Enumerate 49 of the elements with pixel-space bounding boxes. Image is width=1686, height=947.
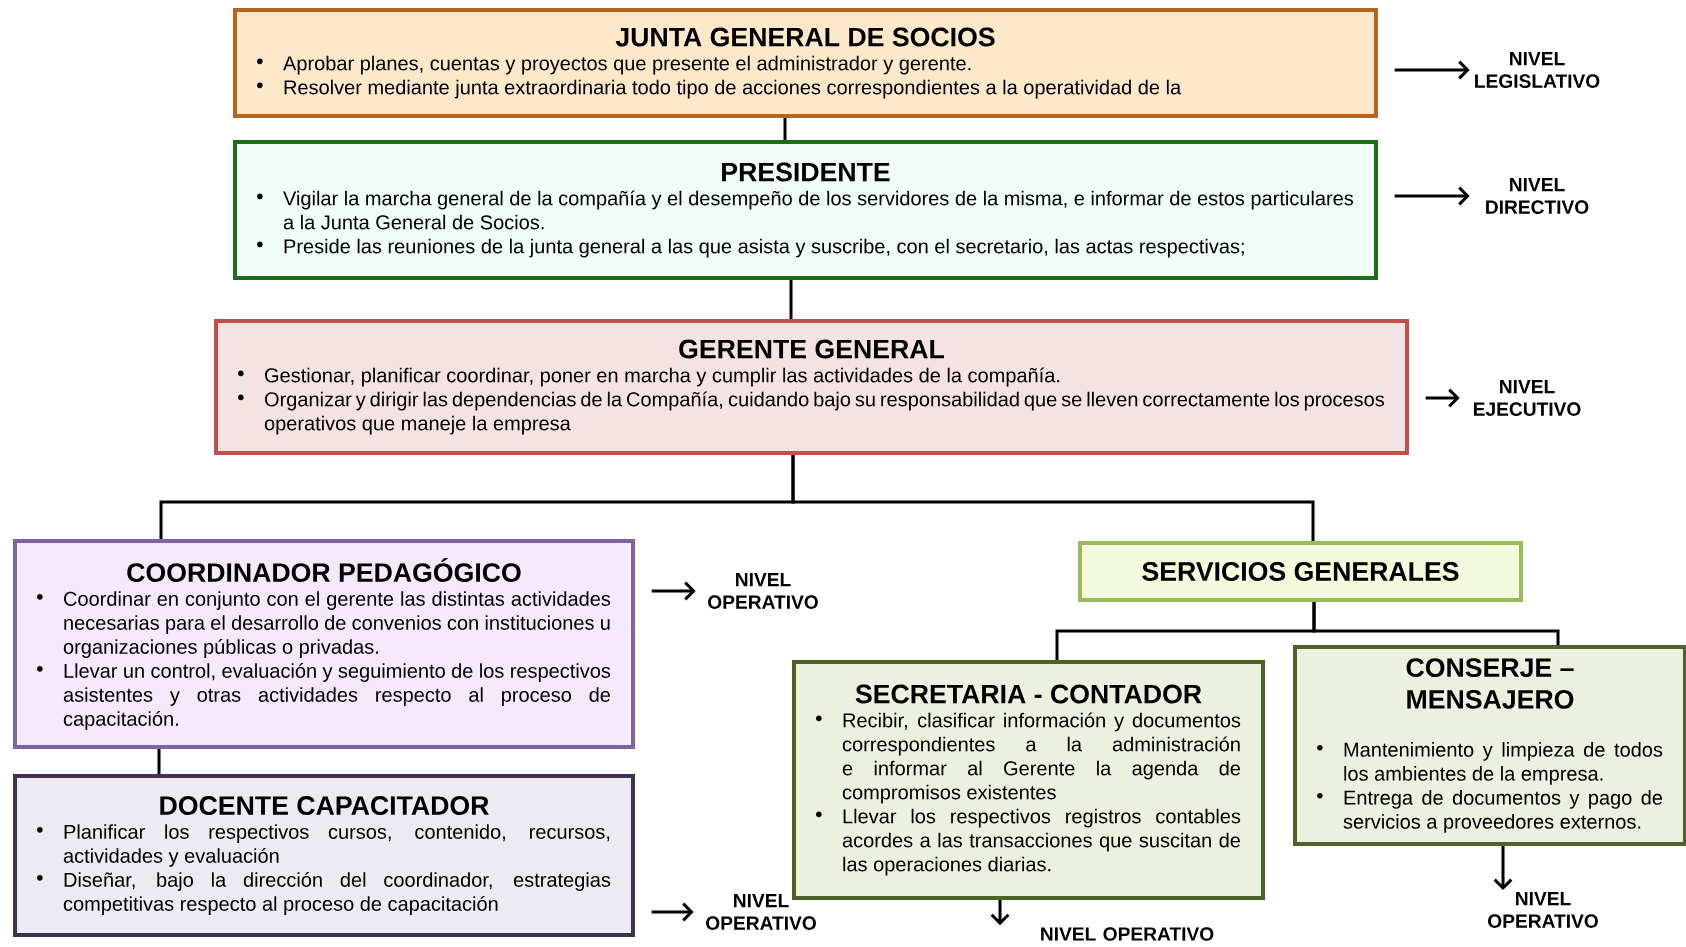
bullet-text: Organizar y dirigir las dependencias de la Compañía, cuidando bajo su responsabilidad que se lleven correctamente los procesos operativos que maneje la empresa (264, 391, 1385, 435)
box-heading: PRESIDENTE (722, 162, 890, 182)
bullet-text: Vigilar la marcha general de la compañía y el desempeño de los servidores de la misma, e informar de estos particulares a la Junta General de Socios. (283, 190, 1354, 230)
box-heading: SECRETARIA - CONTADOR (855, 684, 1202, 704)
connector-line (783, 118, 787, 140)
bullet-text: Diseñar, bajo la dirección del coordinador, estrategias competitivas respecto al proceso de capacitación (63, 872, 611, 915)
role-box (1078, 541, 1523, 602)
bullet-text: Gestionar, planificar coordinar, poner en marcha y cumplir las actividades de la compañía. (265, 367, 1060, 387)
connector-line (1312, 602, 1560, 645)
role-box (13, 539, 635, 749)
role-box (233, 140, 1378, 280)
level-label: NIVEL OPERATIVO (1041, 927, 1214, 941)
bullet-text: Resolver mediante junta extraordinaria todo tipo de acciones correspondientes a la operatividad de la (284, 79, 1182, 99)
connector-line (791, 455, 1315, 541)
connector-line (157, 749, 161, 774)
bullet-text: Planificar los respectivos cursos, contenido, recursos, actividades y evaluación (63, 824, 610, 867)
role-box (233, 8, 1378, 118)
bullet-text: Llevar un control, evaluación y seguimiento de los respectivos asistentes y otras actividades respecto al proceso de capacitación. (63, 663, 611, 730)
arrow (651, 902, 694, 922)
bullet-text: Aprobar planes, cuentas y proyectos que presente el administrador y gerente. (283, 55, 971, 75)
arrow (1394, 186, 1470, 206)
bullet-text: Preside las reuniones de la junta general a las que asista y suscribe, con el secretario, las actas respectivas; (284, 238, 1244, 258)
level-label: NIVEL OPERATIVO (708, 573, 818, 609)
bullet-text: Llevar los respectivos registros contables acordes a las transacciones que suscitan de las operaciones diarias. (842, 808, 1241, 876)
role-box (1293, 645, 1686, 846)
level-label: NIVEL OPERATIVO (706, 894, 816, 930)
arrow (1493, 846, 1513, 891)
box-heading: DOCENTE CAPACITADOR (160, 796, 489, 815)
level-label: NIVEL OPERATIVO (1488, 892, 1598, 928)
box-heading: SERVICIOS GENERALES (1142, 562, 1459, 581)
arrow (990, 900, 1010, 926)
connector-line (789, 280, 793, 319)
arrow (651, 581, 696, 601)
level-label: NIVEL DIRECTIVO (1486, 178, 1589, 214)
bullet-text: Coordinar en conjunto con el gerente las distintas actividades necesarias para el desarrollo de convenios con instituciones u organizaciones públicas o privadas. (63, 591, 611, 658)
box-heading: CONSERJE – MENSAJERO (1406, 658, 1574, 709)
bullet-text: Mantenimiento y limpieza de todos los ambientes de la empresa. (1344, 742, 1663, 785)
role-box (792, 660, 1265, 900)
box-heading: GERENTE GENERAL (679, 339, 944, 359)
box-heading: COORDINADOR PEDAGÓGICO (127, 558, 521, 582)
arrow (1394, 60, 1470, 80)
role-box (214, 319, 1409, 455)
bullet-text: Entrega de documentos y pago de servicios a proveedores externos. (1343, 790, 1663, 833)
box-heading: JUNTA GENERAL DE SOCIOS (615, 27, 995, 47)
arrow (1425, 388, 1460, 408)
bullet-text: Recibir, clasificar información y documentos correspondientes a la administración e informar al Gerente la agenda de compromisos existentes (842, 712, 1241, 804)
role-box (13, 774, 635, 937)
level-label: NIVEL LEGISLATIVO (1475, 52, 1600, 88)
level-label: NIVEL EJECUTIVO (1473, 380, 1581, 416)
